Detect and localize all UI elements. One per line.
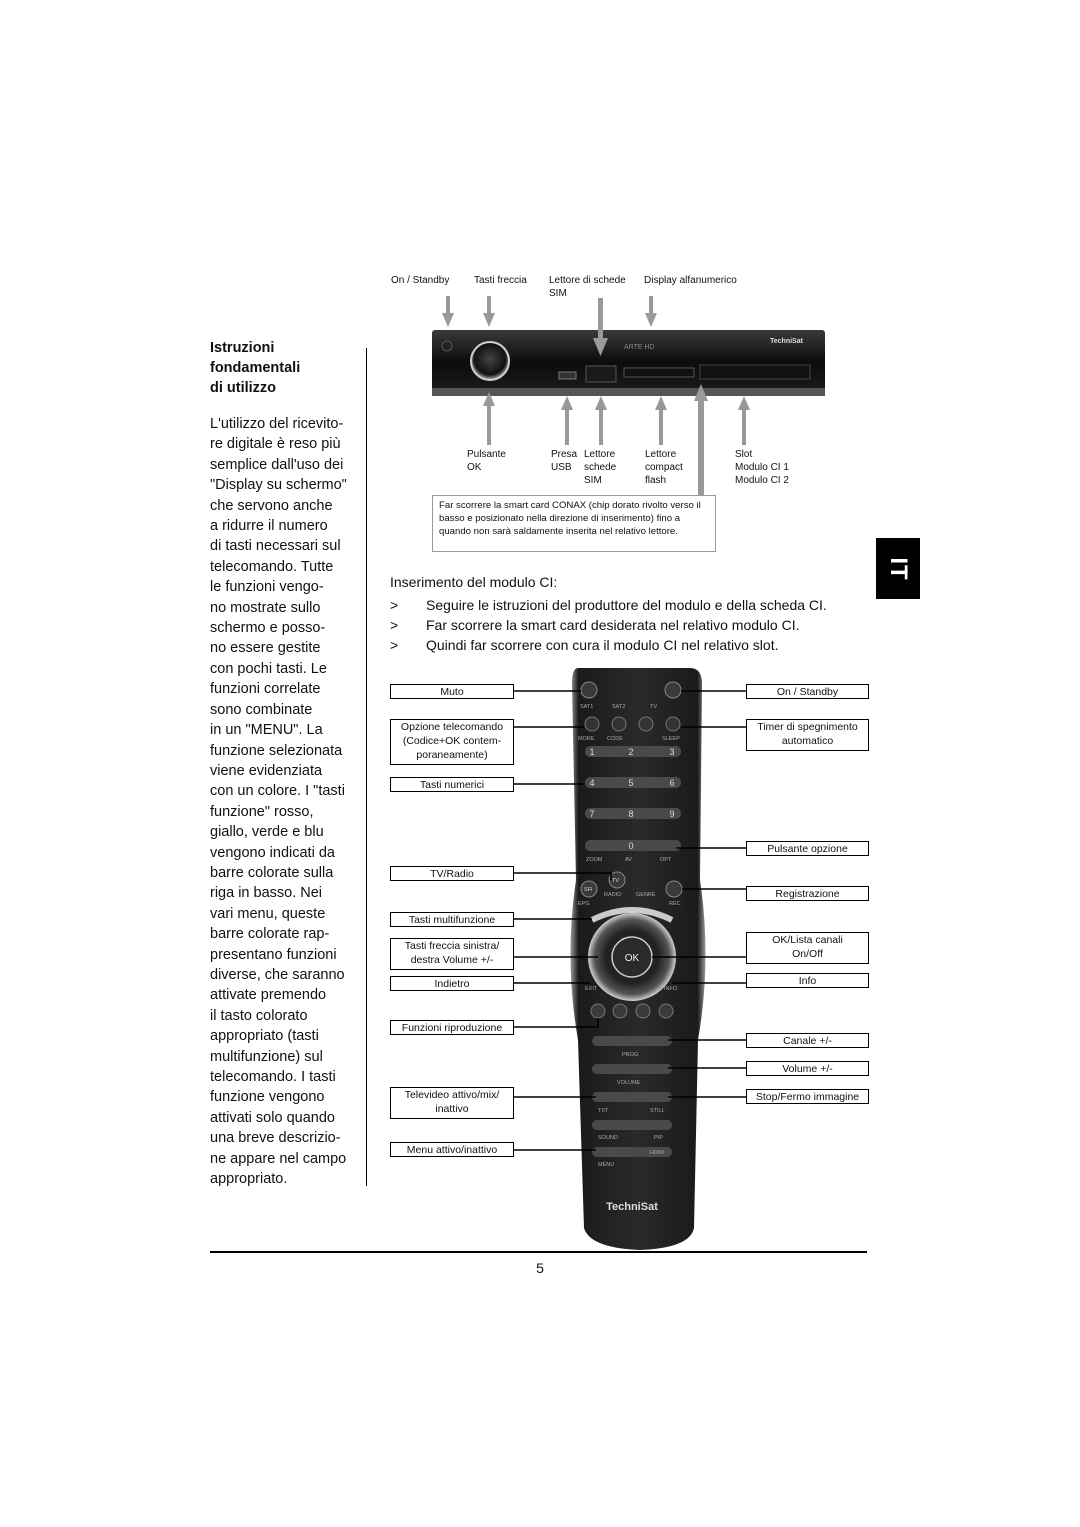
label-sim-card-reader: Lettore schede SIM: [584, 449, 617, 486]
svg-text:MENU: MENU: [598, 1162, 614, 1168]
svg-text:EPG: EPG: [578, 901, 590, 907]
svg-text:VOLUME: VOLUME: [617, 1080, 641, 1086]
callout-teletext: Televideo attivo/mix/ inattivo: [390, 1087, 514, 1119]
svg-text:INFO: INFO: [664, 986, 678, 992]
svg-text:8: 8: [628, 809, 633, 819]
callout-remote-option: Opzione telecomando (Codice+OK contem- p…: [390, 719, 514, 765]
svg-text:0: 0: [628, 841, 633, 851]
svg-text:MORE: MORE: [578, 736, 595, 742]
svg-text:2: 2: [628, 747, 633, 757]
svg-text:STILL: STILL: [650, 1108, 665, 1114]
label-on-standby: On / Standby: [391, 275, 450, 286]
callout-channel: Canale +/-: [746, 1033, 869, 1048]
callout-menu: Menu attivo/inattivo: [390, 1142, 514, 1157]
svg-text:SOUND: SOUND: [598, 1135, 618, 1141]
svg-text:TV: TV: [612, 878, 619, 884]
label-sim-reader: Lettore di schede SIM: [549, 275, 626, 299]
svg-text:TV: TV: [650, 704, 657, 710]
language-tab: IT: [876, 538, 920, 599]
svg-text:9: 9: [669, 809, 674, 819]
svg-text:SAT1: SAT1: [580, 704, 593, 710]
column-divider: [366, 348, 367, 1186]
svg-text:HDMI: HDMI: [650, 1150, 665, 1156]
callout-stop-still: Stop/Fermo immagine: [746, 1089, 869, 1104]
svg-text:OPT: OPT: [660, 857, 672, 863]
svg-text:3: 3: [669, 747, 674, 757]
svg-text:RADIO: RADIO: [604, 892, 622, 898]
ci-step: >Far scorrere la smart card desiderata n…: [390, 617, 800, 633]
callout-sleep-timer: Timer di spegnimento automatico: [746, 719, 869, 751]
ci-heading: Inserimento del modulo CI:: [390, 574, 558, 590]
label-compact-flash: Lettore compact flash: [645, 449, 683, 486]
callout-multifunction-keys: Tasti multifunzione: [390, 912, 514, 927]
callout-playback-functions: Funzioni riproduzione: [390, 1020, 514, 1035]
svg-text:PIP: PIP: [654, 1135, 663, 1141]
label-usb-port: Presa USB: [551, 449, 578, 473]
callout-option-button: Pulsante opzione: [746, 841, 869, 856]
svg-text:CODE: CODE: [607, 736, 623, 742]
label-display: Display alfanumerico: [644, 275, 737, 286]
callout-info: Info: [746, 973, 869, 988]
svg-text:PROG: PROG: [622, 1052, 638, 1058]
callout-number-keys: Tasti numerici: [390, 777, 514, 792]
svg-text:EXIT: EXIT: [585, 986, 598, 992]
callout-left-right-volume: Tasti freccia sinistra/ destra Volume +/…: [390, 938, 514, 970]
callout-volume: Volume +/-: [746, 1061, 869, 1076]
ci-step: >Seguire le istruzioni del produttore de…: [390, 597, 827, 613]
callout-on-standby: On / Standby: [746, 684, 869, 699]
svg-text:7: 7: [589, 809, 594, 819]
svg-text:REC: REC: [669, 901, 681, 907]
svg-text:AV: AV: [625, 857, 632, 863]
footer-rule: [210, 1251, 867, 1253]
receiver-brand: TechniSat: [770, 338, 804, 345]
callout-ok-channel-list: OK/Lista canali On/Off: [746, 932, 869, 964]
intro-body-text: L'utilizzo del ricevito- re digitale è r…: [210, 416, 347, 1188]
svg-text:GENRE: GENRE: [636, 892, 656, 898]
section-title: Istruzioni fondamentali di utilizzo: [210, 340, 301, 396]
svg-text:ZOOM: ZOOM: [586, 857, 603, 863]
svg-text:4: 4: [589, 778, 594, 788]
callout-record: Registrazione: [746, 886, 869, 901]
svg-text:SAT2: SAT2: [612, 704, 625, 710]
ci-step: >Quindi far scorrere con cura il modulo …: [390, 637, 779, 653]
callout-mute: Muto: [390, 684, 514, 699]
callout-back: Indietro: [390, 976, 514, 991]
label-ci-slot: Slot Modulo CI 1 Modulo CI 2: [735, 449, 789, 486]
svg-text:TXT: TXT: [598, 1108, 609, 1114]
svg-text:6: 6: [669, 778, 674, 788]
callout-tv-radio: TV/Radio: [390, 866, 514, 881]
svg-text:5: 5: [628, 778, 633, 788]
remote-brand: TechniSat: [606, 1201, 658, 1213]
svg-text:SLEEP: SLEEP: [662, 736, 680, 742]
svg-text:SFI: SFI: [584, 887, 593, 893]
label-ok-button: Pulsante OK: [467, 449, 506, 473]
smartcard-note: Far scorrere la smart card CONAX (chip d…: [432, 495, 716, 552]
svg-text:1: 1: [589, 747, 594, 757]
label-arrow-keys: Tasti freccia: [474, 275, 527, 286]
receiver-display-text: ARTE HD: [624, 344, 655, 351]
svg-text:OK: OK: [625, 953, 640, 964]
page-number: 5: [536, 1260, 544, 1276]
